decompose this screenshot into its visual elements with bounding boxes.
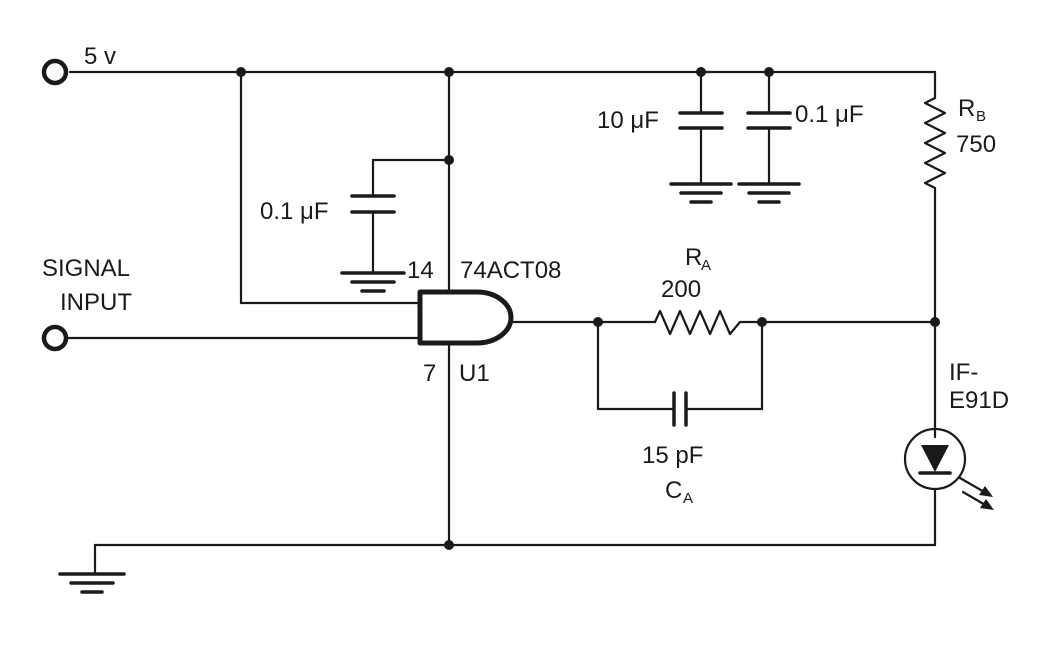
decoupling-cap-01uf-label: 0.1 μF <box>795 101 864 128</box>
resistor-ra <box>653 309 937 336</box>
led-if-e91d <box>903 321 967 547</box>
resistor-rb <box>923 70 947 325</box>
pin-gnd-label: 7 <box>423 360 436 387</box>
ca-label-letter: C <box>665 477 682 504</box>
rb-label-subscript: B <box>976 108 986 125</box>
led-label-line2: E91D <box>949 387 1009 414</box>
ic-ref-label: U1 <box>459 360 490 387</box>
and-gate-u1 <box>417 289 514 346</box>
ra-label-letter: R <box>685 244 702 271</box>
pin-vcc-label: 14 <box>407 257 434 284</box>
ra-label-subscript: A <box>701 257 711 274</box>
decoupling-cap-10uf-label: 10 μF <box>597 107 659 134</box>
ic-bypass-cap-label: 0.1 μF <box>260 198 329 225</box>
rb-label-letter: R <box>958 95 975 122</box>
ic-bypass-capacitor <box>350 158 451 274</box>
signal-input-label-line2: INPUT <box>60 289 132 316</box>
junction-dots <box>236 67 940 550</box>
led-label-line1: IF- <box>949 359 978 386</box>
main-ground-symbol <box>58 572 126 594</box>
decoupling-capacitor-10uf <box>669 70 733 204</box>
supply-terminal <box>41 58 69 86</box>
ic-part-label: 74ACT08 <box>460 257 561 284</box>
decoupling-capacitor-01uf <box>737 70 801 204</box>
ic-bypass-ground-symbol <box>340 271 406 293</box>
signal-input-terminal <box>41 324 69 352</box>
signal-input-label-line1: SIGNAL <box>42 255 130 282</box>
capacitor-ca <box>596 320 764 427</box>
ra-value-label: 200 <box>661 276 701 303</box>
supply-label: 5 v <box>84 43 116 70</box>
led-emission-arrows <box>958 476 994 510</box>
ground-rail <box>93 543 937 574</box>
rb-value-label: 750 <box>956 131 996 158</box>
ca-label-subscript: A <box>683 490 693 507</box>
gate-input-tie-wire <box>239 70 422 305</box>
ca-value-label: 15 pF <box>642 442 703 469</box>
